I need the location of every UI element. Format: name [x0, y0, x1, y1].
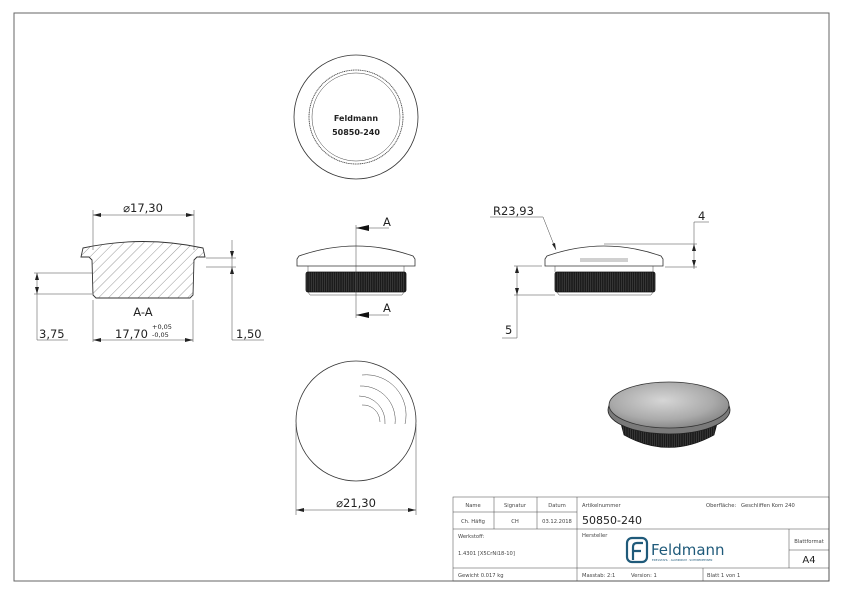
oberflaeche-label: Oberfläche:: [706, 503, 736, 509]
svg-text:⌀17,30: ⌀17,30: [123, 201, 163, 215]
drawing-frame: [13, 12, 830, 582]
front-view: A A: [296, 215, 416, 318]
tol-lower: -0,05: [152, 331, 169, 339]
top-view: Feldmann 50850-240: [293, 54, 419, 180]
section-marker-bottom: A: [383, 301, 391, 315]
radius-label: R23,93: [493, 204, 534, 218]
section-label: A-A: [133, 305, 153, 319]
hersteller-label: Hersteller: [582, 533, 608, 539]
version: Version: 1: [631, 573, 657, 579]
dim-diameter: 21,30: [343, 496, 376, 510]
artikelnummer-label: Artikelnummer: [582, 503, 621, 509]
datum-value: 03.12.2018: [542, 519, 572, 525]
logo-subtitle: EDELSTAHL · ALUMINIUM · SCHMIEDEEISEN: [652, 558, 712, 562]
diameter-symbol: ⌀: [336, 496, 343, 510]
name-value: Ch. Häfig: [461, 519, 485, 525]
werkstoff-label: Werkstoff:: [458, 534, 485, 540]
artikelnummer-value: 50850-240: [582, 514, 642, 527]
signatur-header: Signatur: [504, 503, 527, 509]
title-block: Name Signatur Datum Ch. Häfig CH 03.12.2…: [452, 496, 830, 582]
dim-left: 3,75: [39, 327, 65, 341]
datum-header: Datum: [548, 503, 566, 509]
oberflaeche-value: Geschliffen Korn 240: [741, 503, 795, 509]
name-header: Name: [465, 503, 480, 509]
dim-top-diameter: 17,30: [130, 201, 163, 215]
dim-height-left: 5: [505, 323, 512, 337]
logo-text: Feldmann: [651, 541, 725, 559]
section-view-a-a: ⌀17,30 A-A 17,70 +0,05 -0,05 3,75 1,50: [34, 201, 264, 342]
dim-right: 1,50: [236, 327, 262, 341]
werkstoff-value: 1.4301 [X5CrNi18-10]: [458, 551, 515, 557]
tol-upper: +0,05: [152, 323, 172, 331]
blattformat-label: Blattformat: [794, 539, 824, 545]
engraving-article: 50850-240: [332, 128, 380, 137]
svg-text:⌀21,30: ⌀21,30: [336, 496, 376, 510]
gewicht: Gewicht 0.017 kg: [458, 573, 504, 579]
dim-bottom: 17,70: [115, 327, 148, 341]
engraving-brand: Feldmann: [334, 114, 378, 123]
section-marker-top: A: [383, 215, 391, 229]
diameter-symbol: ⌀: [123, 201, 130, 215]
dim-height-top: 4: [698, 209, 705, 223]
side-view: R23,93 4 5: [490, 204, 709, 339]
dome-view: ⌀21,30: [295, 360, 417, 515]
signatur-value: CH: [511, 519, 519, 525]
feldmann-logo: Feldmann EDELSTAHL · ALUMINIUM · SCHMIED…: [625, 536, 725, 564]
blattformat-value: A4: [802, 555, 815, 566]
blatt: Blatt 1 von 1: [707, 573, 740, 579]
isometric-render: [607, 381, 731, 448]
masstab: Masstab: 2:1: [582, 573, 615, 579]
